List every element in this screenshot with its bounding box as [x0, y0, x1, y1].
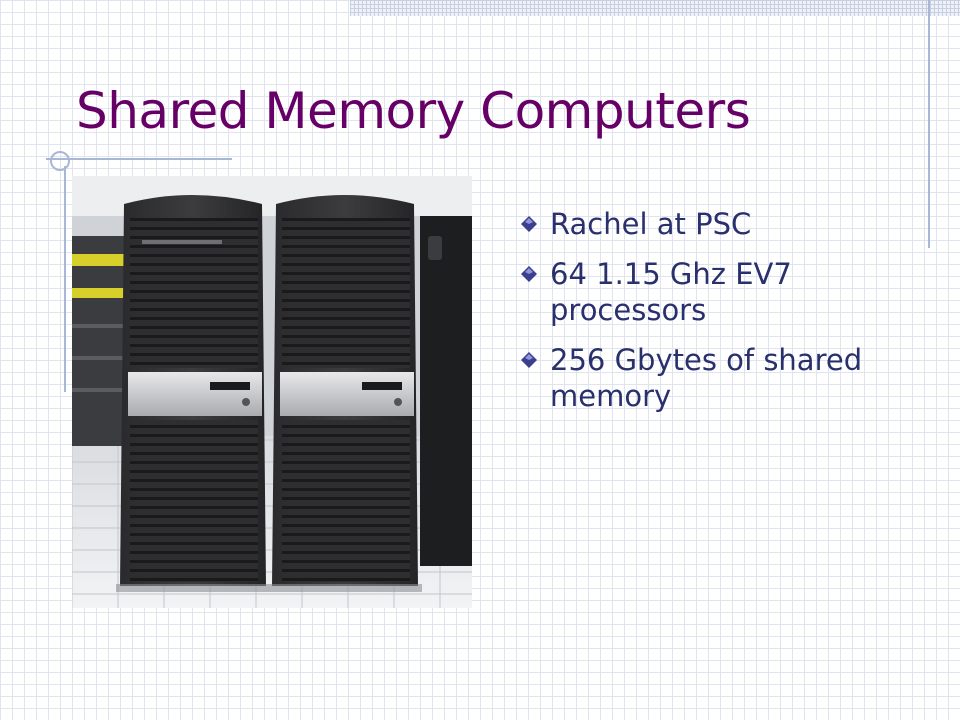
bullet-text: 256 Gbytes of shared memory — [550, 343, 863, 413]
bullet-text: 64 1.15 Ghz EV7 processors — [550, 257, 792, 327]
bullet-item: Rachel at PSC — [520, 206, 920, 242]
diamond-bullet-icon — [521, 216, 537, 232]
bullet-list: Rachel at PSC 64 1.15 Ghz EV7 processors… — [520, 206, 920, 428]
left-accent-line — [64, 166, 66, 392]
bullet-item: 64 1.15 Ghz EV7 processors — [520, 256, 920, 328]
top-decorative-band — [350, 0, 960, 16]
server-photo — [72, 176, 472, 608]
slide-title: Shared Memory Computers — [76, 82, 751, 140]
bullet-text: Rachel at PSC — [550, 207, 752, 241]
crosshair-circle-icon — [50, 151, 70, 171]
diamond-bullet-icon — [521, 266, 537, 282]
bullet-item: 256 Gbytes of shared memory — [520, 342, 920, 414]
title-underline — [46, 158, 232, 160]
diamond-bullet-icon — [521, 352, 537, 368]
right-accent-line — [928, 0, 930, 248]
